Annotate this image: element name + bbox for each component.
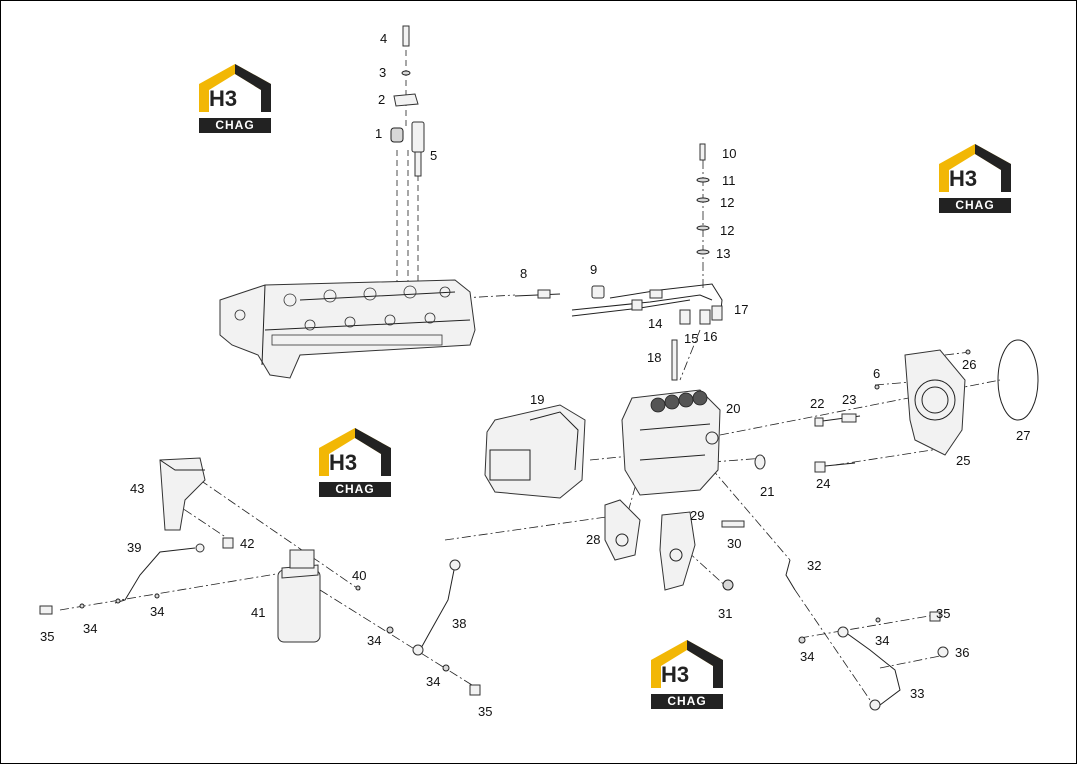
callout-41: 41 (251, 605, 265, 620)
logo-mark: H3 (209, 86, 238, 111)
callout-31: 31 (718, 606, 732, 621)
callout-12b: 12 (720, 223, 734, 238)
callout-34d: 34 (426, 674, 440, 689)
brand-logo-1: H3 CHAG (195, 64, 275, 136)
logo-roof-icon (199, 64, 271, 112)
callout-34e: 34 (800, 649, 814, 664)
callout-32: 32 (807, 558, 821, 573)
callout-10: 10 (722, 146, 736, 161)
callout-20: 20 (726, 401, 740, 416)
governor-housing (484, 404, 586, 499)
callout-16: 16 (703, 329, 717, 344)
callout-17: 17 (734, 302, 748, 317)
callout-6: 6 (873, 366, 880, 381)
callout-43: 43 (130, 481, 144, 496)
callout-28: 28 (586, 532, 600, 547)
callout-33: 33 (910, 686, 924, 701)
callout-26: 26 (962, 357, 976, 372)
brand-logo-3: H3 CHAG (315, 428, 395, 500)
fuel-filter (277, 549, 321, 643)
callout-34b: 34 (150, 604, 164, 619)
callout-35a: 35 (40, 629, 54, 644)
callout-21: 21 (760, 484, 774, 499)
logo-roof-icon (319, 428, 391, 476)
callout-34c: 34 (367, 633, 381, 648)
callout-13: 13 (716, 246, 730, 261)
callout-34f: 34 (875, 633, 889, 648)
callout-18: 18 (647, 350, 661, 365)
callout-4: 4 (380, 31, 387, 46)
callout-27: 27 (1016, 428, 1030, 443)
callout-24: 24 (816, 476, 830, 491)
brand-logo-4: H3 CHAG (647, 640, 727, 712)
callout-35c: 35 (936, 606, 950, 621)
callout-12a: 12 (720, 195, 734, 210)
fuel-lines (514, 143, 723, 325)
logo-roof-icon (939, 144, 1011, 192)
logo-roof-icon (651, 640, 723, 688)
fuel-pipes (39, 349, 971, 711)
brackets (159, 457, 696, 591)
callout-40: 40 (352, 568, 366, 583)
callout-23: 23 (842, 392, 856, 407)
callout-11: 11 (722, 173, 736, 188)
callout-5: 5 (430, 148, 437, 163)
cover-plate (904, 349, 966, 456)
logo-mark: H3 (949, 166, 978, 191)
callout-14: 14 (648, 316, 662, 331)
injection-pump (621, 339, 721, 496)
logo-mark: H3 (329, 450, 358, 475)
callout-19: 19 (530, 392, 544, 407)
callout-34a: 34 (83, 621, 97, 636)
callout-35b: 35 (478, 704, 492, 719)
callout-1: 1 (375, 126, 382, 141)
gasket-ring (997, 339, 1039, 421)
brand-logo-2: H3 CHAG (935, 144, 1015, 216)
callout-39: 39 (127, 540, 141, 555)
callout-30: 30 (727, 536, 741, 551)
logo-band: CHAG (319, 482, 391, 497)
callout-42: 42 (240, 536, 254, 551)
callout-15: 15 (684, 331, 698, 346)
callout-29: 29 (690, 508, 704, 523)
bolts (721, 413, 861, 528)
injector-assembly (390, 25, 425, 177)
logo-mark: H3 (661, 662, 690, 687)
logo-band: CHAG (651, 694, 723, 709)
callout-38: 38 (452, 616, 466, 631)
logo-band: CHAG (939, 198, 1011, 213)
cylinder-head (219, 279, 476, 379)
callout-labels: 1 2 3 4 5 6 8 9 10 11 12 12 13 14 15 16 … (40, 31, 1030, 719)
callout-3: 3 (379, 65, 386, 80)
logo-band: CHAG (199, 118, 271, 133)
callout-22: 22 (810, 396, 824, 411)
callout-9: 9 (590, 262, 597, 277)
callout-25: 25 (956, 453, 970, 468)
callout-2: 2 (378, 92, 385, 107)
callout-8: 8 (520, 266, 527, 281)
callout-36: 36 (955, 645, 969, 660)
